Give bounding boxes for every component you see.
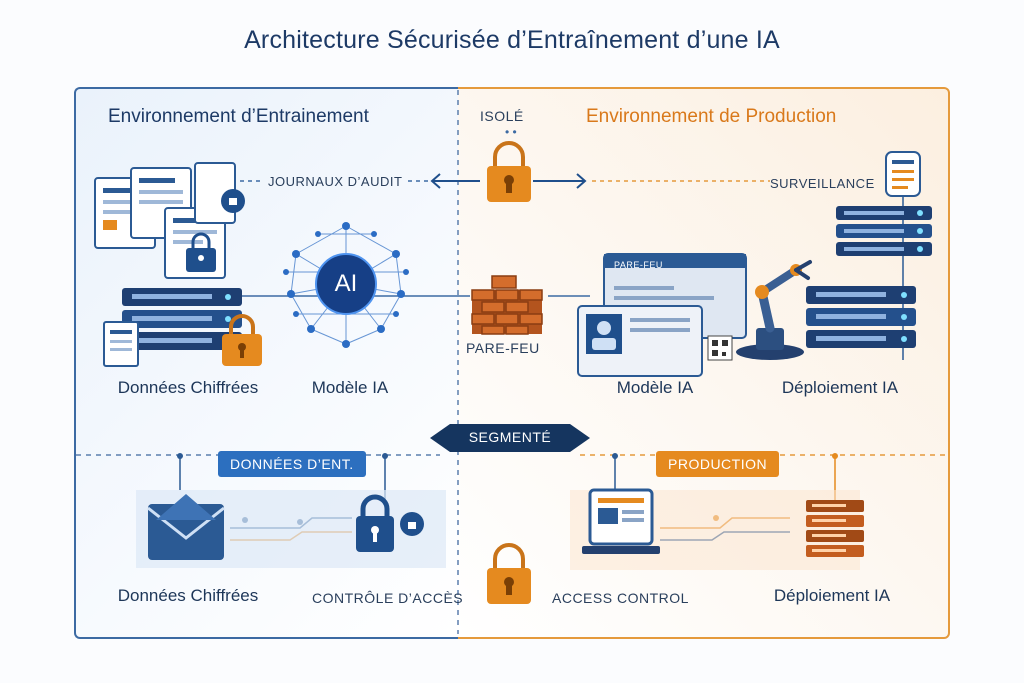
production-model-label: Modèle IA <box>616 378 694 397</box>
server-icon <box>806 286 916 348</box>
neural-network-icon <box>283 222 409 348</box>
svg-text:• •: • • <box>505 125 517 139</box>
audit-arrow-icon <box>232 173 770 189</box>
lock-icon <box>186 232 216 272</box>
page-title: Architecture Sécurisée d’Entraînement d’… <box>244 26 780 54</box>
document-icon <box>94 162 245 279</box>
bottom-encrypted-data-label: Données Chiffrées <box>117 586 259 605</box>
screen-header: PARE-FEU <box>614 260 663 270</box>
lock-icon <box>222 314 262 366</box>
ai-model-label: Modèle IA <box>311 378 389 397</box>
training-data-badge: Données d’ent. <box>218 451 366 477</box>
server-icon <box>806 500 864 557</box>
robot-arm-icon <box>736 260 812 360</box>
monitor-icon <box>577 253 747 377</box>
training-environment-heading: Environnement d’Entrainement <box>108 106 369 127</box>
lock-icon <box>356 494 424 552</box>
segment-banner <box>430 424 590 452</box>
document-icon <box>103 321 139 367</box>
firewall-label: Pare-feu <box>466 340 540 356</box>
mail-icon <box>136 490 446 568</box>
access-control-label-fr: Contrôle d’accès <box>312 590 464 606</box>
ai-deployment-label: Déploiement IA <box>781 378 899 397</box>
lock-icon <box>487 141 531 202</box>
monitoring-label: Surveillance <box>770 176 875 191</box>
production-environment-heading: Environnement de Production <box>586 106 837 127</box>
segment-label: Segmenté <box>468 429 552 445</box>
encrypted-data-label: Données Chiffrées <box>117 378 259 397</box>
bottom-ai-deployment-label: Déploiement IA <box>773 586 891 605</box>
production-badge: Production <box>656 451 780 477</box>
audit-logs-label: Journaux d’audit <box>268 174 403 189</box>
access-control-label-en: Access Control <box>552 590 689 606</box>
server-icon <box>836 206 932 256</box>
isolated-label: Isolé <box>480 108 524 124</box>
server-icon <box>122 288 242 350</box>
lock-icon <box>487 543 531 604</box>
ai-core-text: AI <box>334 270 358 297</box>
firewall-icon <box>471 275 543 335</box>
